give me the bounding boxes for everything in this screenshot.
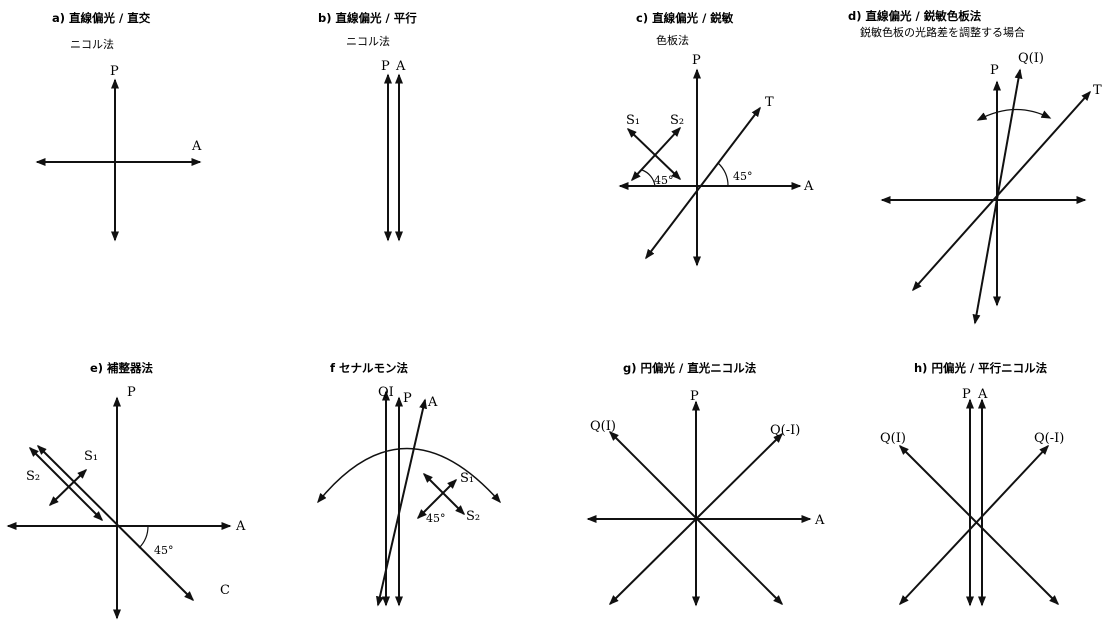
angle-arc bbox=[641, 169, 656, 187]
label-p: P bbox=[962, 387, 971, 402]
label-s2: S₂ bbox=[466, 509, 480, 524]
q-left-axis-arrow bbox=[898, 444, 1060, 606]
label-s1: S₁ bbox=[460, 471, 474, 486]
q-right-axis-arrow bbox=[898, 444, 1050, 606]
label-t: T bbox=[1093, 83, 1102, 98]
label-a: A bbox=[814, 513, 825, 528]
panel-e-title: e) 補整器法 bbox=[90, 361, 154, 375]
label-p: P bbox=[381, 59, 390, 74]
panel-f-title: f セナルモン法 bbox=[330, 361, 409, 375]
label-s1: S₁ bbox=[84, 449, 98, 464]
panel-c: c) 直線偏光 / 鋭敏 色板法 P T A S₁ S₂ 45° 45° bbox=[618, 11, 814, 267]
panel-a-title: a) 直線偏光 / 直交 bbox=[52, 11, 151, 25]
angle-label: 45° bbox=[154, 544, 174, 557]
panel-d: d) 直線偏光 / 鋭敏色板法 鋭敏色板の光路差を調整する場合 P Q(I) T bbox=[848, 9, 1102, 325]
label-q-right: Q(-I) bbox=[770, 423, 800, 438]
panel-a-subtitle: ニコル法 bbox=[70, 37, 114, 51]
label-a: A bbox=[803, 179, 814, 194]
tint-plate-axis-arrow bbox=[645, 106, 761, 260]
panel-a: a) 直線偏光 / 直交 ニコル法 P A bbox=[35, 11, 202, 242]
label-a: A bbox=[395, 59, 406, 74]
label-a: A bbox=[191, 139, 202, 154]
panel-h-title: h) 円偏光 / 平行ニコル法 bbox=[914, 361, 1048, 375]
angle-label: 45° bbox=[733, 170, 753, 183]
compensator-axis-arrow bbox=[36, 444, 195, 602]
angle-arc bbox=[138, 525, 149, 549]
angle-label: 45° bbox=[654, 174, 674, 187]
panel-h: h) 円偏光 / 平行ニコル法 P A Q(I) Q(-I) bbox=[880, 361, 1064, 607]
label-p: P bbox=[990, 63, 999, 78]
label-p: P bbox=[403, 391, 412, 406]
label-a: A bbox=[427, 395, 438, 410]
label-p: P bbox=[690, 389, 699, 404]
label-s2: S₂ bbox=[670, 113, 684, 128]
angle-arc bbox=[717, 162, 729, 187]
label-q: QI bbox=[378, 385, 394, 400]
label-q-left: Q(I) bbox=[590, 419, 616, 434]
rotation-arc-arrow bbox=[317, 447, 501, 504]
label-q: Q(I) bbox=[1018, 51, 1044, 66]
s2-axis-arrow bbox=[630, 126, 682, 182]
panel-g: g) 円偏光 / 直光ニコル法 P A Q(I) Q(-I) bbox=[586, 361, 825, 607]
panel-e: e) 補整器法 P A S₁ S₂ C 45° bbox=[6, 361, 246, 620]
panel-c-subtitle: 色板法 bbox=[656, 33, 689, 47]
label-p: P bbox=[110, 64, 119, 79]
panel-b-title: b) 直線偏光 / 平行 bbox=[318, 11, 417, 25]
label-q-left: Q(I) bbox=[880, 431, 906, 446]
panel-g-title: g) 円偏光 / 直光ニコル法 bbox=[623, 361, 757, 375]
panel-c-title: c) 直線偏光 / 鋭敏 bbox=[636, 11, 734, 25]
angle-label: 45° bbox=[426, 512, 446, 525]
s2-axis-arrow bbox=[422, 472, 466, 516]
panel-d-title: d) 直線偏光 / 鋭敏色板法 bbox=[848, 9, 982, 23]
label-c: C bbox=[220, 583, 230, 598]
label-q-right: Q(-I) bbox=[1034, 431, 1064, 446]
panel-b: b) 直線偏光 / 平行 ニコル法 P A bbox=[318, 11, 417, 242]
rotation-arrow bbox=[976, 108, 1052, 121]
label-t: T bbox=[765, 95, 774, 110]
s1-axis-arrow bbox=[48, 468, 88, 507]
label-s2: S₂ bbox=[26, 469, 40, 484]
label-a: A bbox=[977, 387, 988, 402]
q-right-axis-arrow bbox=[608, 432, 784, 606]
panel-b-subtitle: ニコル法 bbox=[346, 34, 390, 48]
tint-plate-axis-arrow bbox=[912, 90, 1091, 292]
label-s1: S₁ bbox=[626, 113, 640, 128]
label-p: P bbox=[692, 53, 701, 68]
panel-f: f セナルモン法 QI P A S₁ S₂ 45° bbox=[317, 361, 501, 607]
label-p: P bbox=[127, 385, 136, 400]
label-a: A bbox=[235, 519, 246, 534]
panel-d-subtitle: 鋭敏色板の光路差を調整する場合 bbox=[860, 25, 1025, 39]
